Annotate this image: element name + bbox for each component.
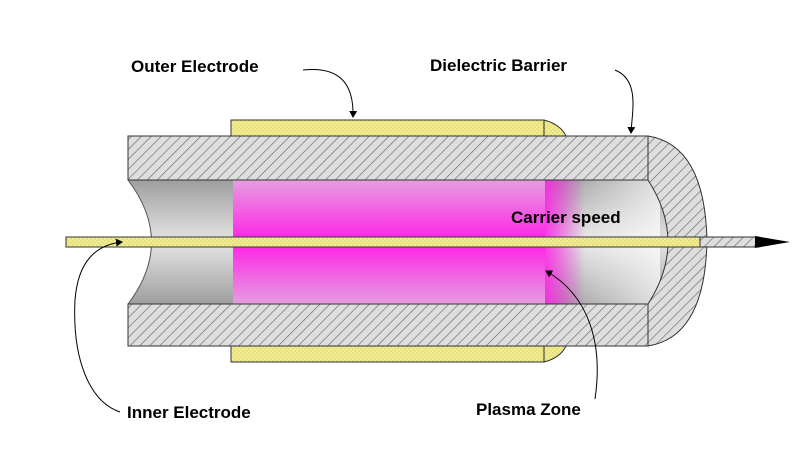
outer-electrode-label: Outer Electrode — [131, 57, 259, 76]
dielectric-barrier-label: Dielectric Barrier — [430, 56, 568, 75]
inner-electrode-wire — [65, 236, 760, 248]
outer-electrode-bottom — [230, 345, 545, 363]
dielectric-barrier-top — [127, 135, 649, 181]
plasma-zone-leader — [545, 270, 598, 400]
inner-electrode-label: Inner Electrode — [127, 403, 251, 422]
outer-electrode-leader — [302, 68, 358, 118]
outer-electrode-top — [230, 119, 545, 137]
outer-electrode-bottom-end — [543, 345, 567, 363]
inner-electrode-wire-hatched — [699, 236, 760, 248]
inner-electrode-leader — [74, 238, 123, 413]
outer-electrode-top-end — [543, 119, 567, 137]
dielectric-barrier-bottom — [127, 303, 649, 347]
carrier-speed-label: Carrier speed — [511, 208, 621, 227]
carrier-speed-arrow — [755, 236, 790, 248]
dielectric-barrier-leader — [614, 69, 636, 134]
plasma-zone-label: Plasma Zone — [476, 400, 581, 419]
